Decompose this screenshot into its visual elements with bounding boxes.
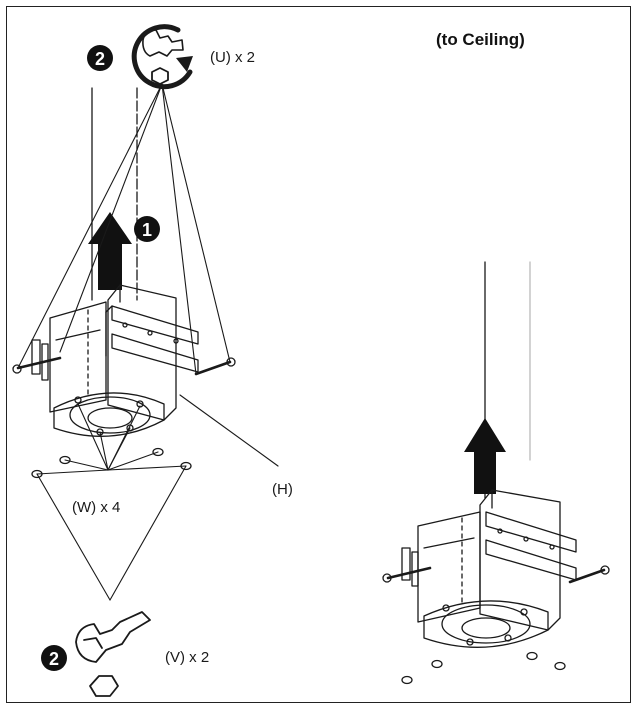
mounting-bracket-left (12, 284, 236, 437)
mounting-bracket-right (382, 489, 610, 648)
step-2-badge-top: 2 (87, 45, 113, 71)
label-u: (U) x 2 (210, 49, 255, 66)
leader-lines-u (17, 83, 231, 375)
label-h: (H) (272, 481, 293, 498)
washers-right (401, 651, 566, 685)
ceiling-title: (to Ceiling) (436, 30, 525, 49)
rotate-wrench-icon (131, 24, 193, 90)
svg-text:1: 1 (142, 220, 152, 240)
svg-text:2: 2 (95, 49, 105, 69)
step-2-badge-bottom: 2 (41, 645, 67, 671)
diagram-frame (6, 6, 631, 703)
step-1-badge: 1 (134, 216, 160, 242)
label-v: (V) x 2 (165, 649, 209, 666)
ceiling-rods-left (91, 87, 138, 301)
wrench-icon (75, 611, 151, 697)
leader-lines-w (36, 403, 187, 475)
leader-lines-v (36, 465, 187, 601)
up-arrow-icon (88, 212, 132, 290)
svg-text:2: 2 (49, 649, 59, 669)
up-arrow-icon-right (464, 418, 506, 494)
label-w: (W) x 4 (72, 499, 120, 516)
leader-line-h (179, 394, 279, 467)
